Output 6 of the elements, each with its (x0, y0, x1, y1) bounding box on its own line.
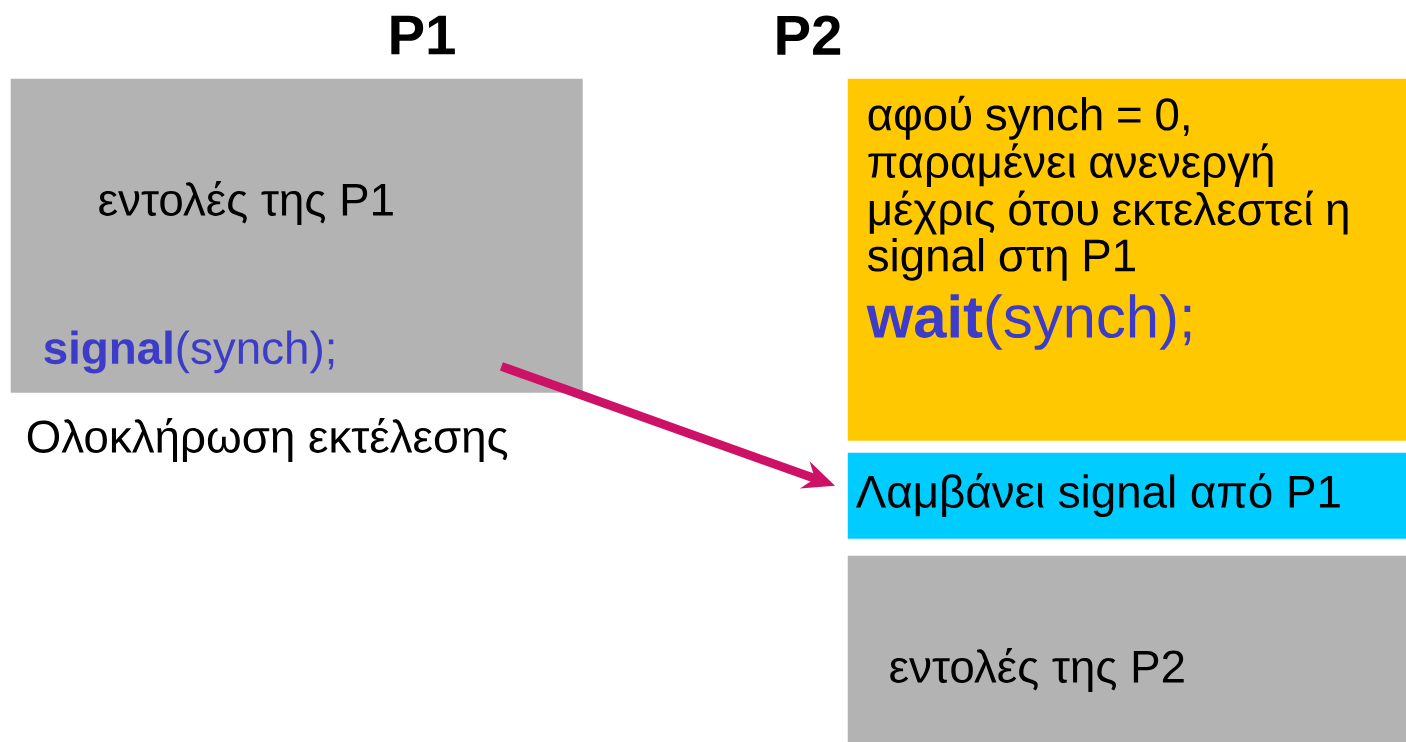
process-box: εντολές της P2 (847, 555, 1406, 742)
column-heading: P2 (777, 15, 841, 55)
process-box: Λαμβάνει signal από P1 (847, 452, 1406, 539)
process-box: εντολές της P1 signal(synch); (10, 78, 583, 393)
process-box: αφού synch = 0, παραμένει ανενεργή μέχρις ότου εκτελεστεί η signal στη P1 wait(synch); (847, 78, 1406, 441)
caption-text: Ολοκλήρωση εκτέλεσης (27, 418, 508, 462)
